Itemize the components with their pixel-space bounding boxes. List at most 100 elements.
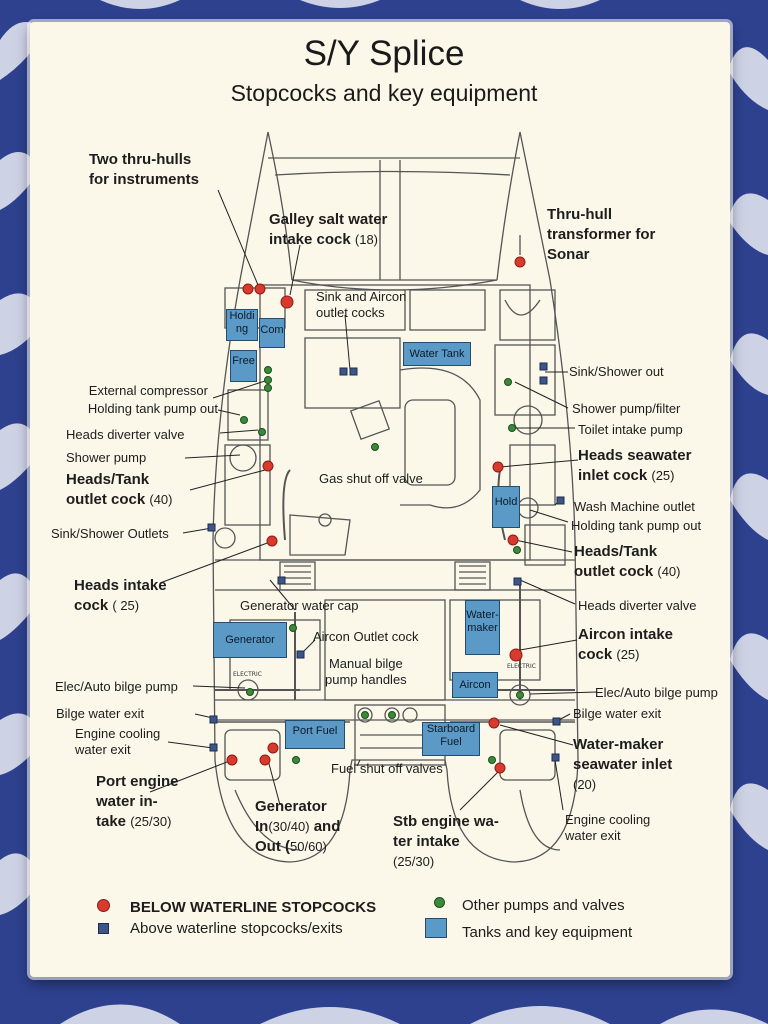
label-external-compressor: External compressor [88, 383, 208, 398]
exit-engine-cooling-right [551, 753, 560, 762]
valve-fuel-left [292, 756, 300, 764]
tank-watermaker: Water-maker [465, 600, 500, 655]
label-bilge-exit-right: Bilge water exit [573, 706, 662, 721]
label-manual-bilge: Manual bilge pump handles [325, 656, 407, 687]
pump-diverter-left [258, 428, 266, 436]
page-title: S/Y Splice [303, 34, 465, 73]
label-bilge-exit-left: Bilge water exit [56, 706, 145, 721]
label-holding-tank-pump-out-right: Holding tank pump out [571, 518, 702, 533]
electric-label-left: ELECTRIC [233, 671, 262, 678]
pump-compressor-3 [264, 384, 272, 392]
label-watermaker-inlet: Water-maker seawater inlet (20) [573, 736, 673, 792]
label-sink-aircon-outlets: Sink and Aircon outlet cocks [316, 289, 407, 320]
label-fuel-shut-off: Fuel shut off valves [331, 761, 443, 776]
exit-engine-cooling-left [209, 743, 218, 752]
label-sink-shower-out: Sink/Shower out [569, 364, 664, 379]
label-heads-seawater-inlet: Heads seawater inlet cock (25) [578, 447, 692, 484]
label-heads-diverter-right: Heads diverter valve [578, 598, 697, 613]
label-elec-bilge-left: Elec/Auto bilge pump [55, 679, 178, 694]
legend-above-waterline: Above waterline stopcocks/exits [130, 920, 343, 937]
exit-wash-machine [556, 496, 565, 505]
stopcock-heads-intake [266, 535, 278, 547]
legend-blue-square-icon [98, 923, 109, 934]
exit-heads-diverter-right [513, 577, 522, 586]
stopcock-sonar [514, 256, 526, 268]
tank-water: Water Tank [403, 342, 471, 366]
pump-compressor-1 [264, 366, 272, 374]
tank-port-fuel: Port Fuel [285, 720, 345, 749]
exit-aircon-outlet [296, 650, 305, 659]
pump-shower-filter [504, 378, 512, 386]
label-stb-engine-intake: Stb engine wa- ter intake (25/30) [393, 813, 499, 869]
pump-bilge-left [246, 688, 254, 696]
legend-red-stopcock-icon [97, 899, 110, 912]
valve-gas-shut-off [371, 443, 379, 451]
label-shower-pump: Shower pump [66, 450, 147, 465]
tank-holding-right: Hold [492, 486, 520, 528]
stopcock-port-engine [226, 754, 238, 766]
manual-bilge-handle-1 [361, 711, 369, 719]
tank-starboard-fuel: Starboard Fuel [422, 722, 480, 756]
label-aircon-outlet-cock: Aircon Outlet cock [313, 629, 419, 644]
label-port-engine-intake: Port engine water in- take (25/30) [96, 773, 179, 830]
pump-toilet-intake [508, 424, 516, 432]
label-generator-water-cap: Generator water cap [240, 598, 359, 613]
valve-fuel-right [488, 756, 496, 764]
stopcock-stb-engine [494, 762, 506, 774]
label-engine-cooling-right: Engine cooling water exit [565, 812, 651, 843]
tank-aircon: Aircon [452, 672, 498, 698]
label-engine-cooling-left: Engine cooling water exit [75, 726, 161, 757]
legend-green-dot-icon [434, 897, 445, 908]
stopcock-heads-tank-left [262, 460, 274, 472]
label-sonar-thru-hull: Thru-hull transformer for Sonar [547, 206, 656, 263]
label-toilet-intake-pump: Toilet intake pump [578, 422, 683, 437]
label-elec-bilge-right: Elec/Auto bilge pump [595, 685, 718, 700]
stopcock-generator-out [267, 742, 279, 754]
label-heads-tank-outlet-left: Heads/Tank outlet cock (40) [66, 471, 173, 508]
valve-generator-water-cap [289, 624, 297, 632]
stopcock-instruments-2 [254, 283, 266, 295]
label-heads-intake: Heads intake cock ( 25) [74, 577, 167, 614]
tank-generator: Generator [213, 622, 287, 658]
legend-other-pumps: Other pumps and valves [462, 897, 625, 914]
electric-label-right: ELECTRIC [507, 663, 536, 670]
exit-bilge-right [552, 717, 561, 726]
legend-below-waterline: BELOW WATERLINE STOPCOCKS [130, 899, 377, 916]
label-shower-pump-filter: Shower pump/filter [572, 401, 681, 416]
tank-free: Free [230, 350, 257, 382]
label-sink-shower-outlets: Sink/Shower Outlets [51, 526, 169, 541]
stopcock-generator-in [259, 754, 271, 766]
exit-sink-shower-out-2 [539, 376, 548, 385]
stopcock-instruments-1 [242, 283, 254, 295]
label-gas-shut-off: Gas shut off valve [319, 471, 423, 486]
stopcock-heads-seawater [492, 461, 504, 473]
pump-bilge-right [516, 691, 524, 699]
tank-holding-left: Holdi ng [226, 309, 258, 341]
valve-heads-diverter-right [513, 546, 521, 554]
exit-sink-aircon-1 [339, 367, 348, 376]
label-heads-diverter-left: Heads diverter valve [66, 427, 185, 442]
label-holding-tank-pump-out-left: Holding tank pump out [87, 401, 218, 416]
tank-com: Com [259, 318, 285, 348]
stopcock-watermaker [488, 717, 500, 729]
label-heads-tank-outlet-right: Heads/Tank outlet cock (40) [574, 543, 681, 580]
page-subtitle: Stopcocks and key equipment [230, 80, 538, 106]
label-generator-in-out: Generator In(30/40) and Out (50/60) [255, 798, 341, 855]
stopcock-heads-tank-right [507, 534, 519, 546]
legend-tanks-equipment: Tanks and key equipment [462, 924, 633, 941]
label-wash-machine-outlet: Wash Machine outlet [574, 499, 695, 514]
pump-compressor-2 [264, 376, 272, 384]
exit-sink-shower-outlets [207, 523, 216, 532]
exit-sink-shower-out-1 [539, 362, 548, 371]
stopcock-galley [280, 295, 294, 309]
label-aircon-intake: Aircon intake cock (25) [578, 626, 674, 663]
stopcock-aircon-intake [509, 648, 523, 662]
exit-bilge-left [209, 715, 218, 724]
legend-tank-square-icon [425, 918, 447, 938]
label-two-thru-hulls: Two thru-hulls for instruments [89, 151, 200, 188]
manual-bilge-handle-2 [388, 711, 396, 719]
pump-holding-left [240, 416, 248, 424]
exit-generator-cap [277, 576, 286, 585]
label-galley-intake: Galley salt water intake cock (18) [269, 211, 388, 248]
exit-sink-aircon-2 [349, 367, 358, 376]
